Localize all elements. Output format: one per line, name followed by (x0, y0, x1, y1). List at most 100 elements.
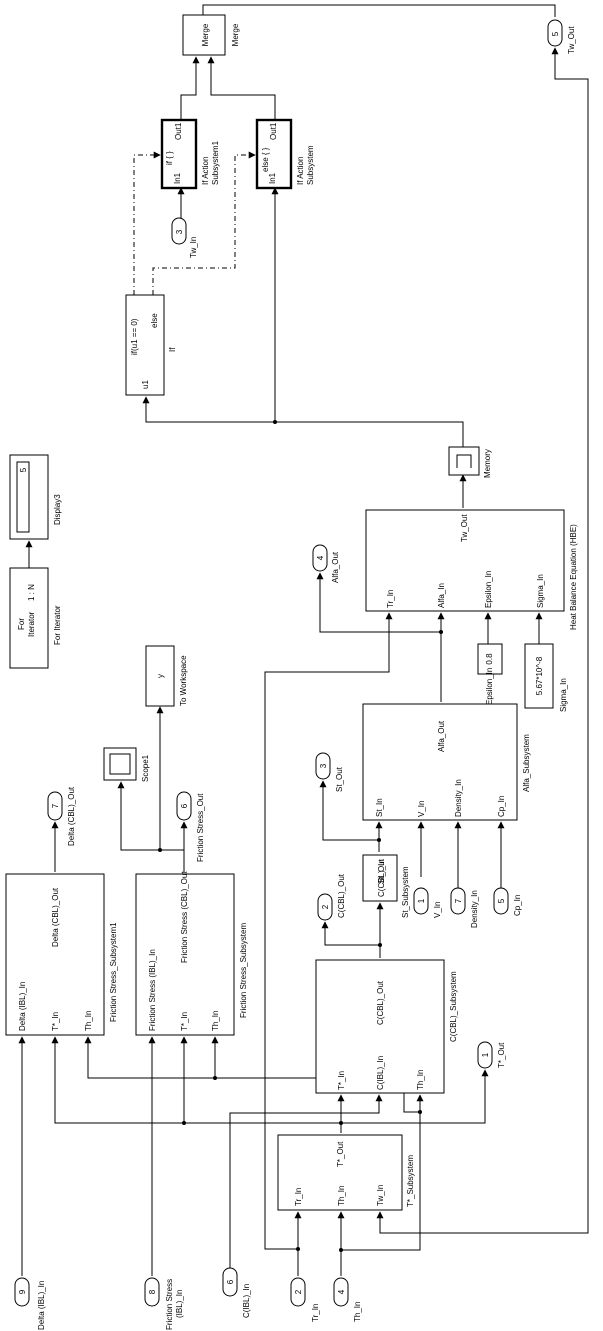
friction-stress-ibl-in-inport[interactable]: 8 Friction Stress (IBL)_In (144, 1277, 184, 1330)
port-name: St_Out (335, 766, 344, 792)
if-action-subsystem-block[interactable]: In1 else { } Out1 If Action Subsystem (255, 118, 315, 190)
port-number: 4 (337, 1289, 346, 1294)
th-in-inport[interactable]: 4 Th_In (333, 1277, 362, 1322)
port-label: Tw_Out (460, 514, 469, 542)
port-name: Delta (CBL)_Out (67, 786, 76, 846)
to-workspace-block[interactable]: y To Workspace (145, 645, 188, 707)
cibl-in-inport[interactable]: 6 C(IBL)_In (222, 1267, 251, 1318)
tw-out-outport[interactable]: 5 Tw_Out (547, 19, 576, 54)
port-label: Friction Stress (CBL)_Out (180, 871, 189, 963)
port-name: C(IBL)_In (242, 1284, 251, 1318)
port-label: Th_In (337, 1186, 346, 1206)
friction-stress-subsystem1-block[interactable]: Delta (IBL)_In T*_In Th_In Delta (CBL)_O… (5, 873, 118, 1036)
tr-in-inport[interactable]: 2 Tr_In (290, 1277, 320, 1322)
block-name: Display3 (53, 494, 62, 525)
port-name: T*_Out (497, 1042, 506, 1068)
merge-block[interactable]: Merge Merge (182, 14, 240, 56)
port-label: Delta (IBL)_In (18, 982, 27, 1031)
port-label: Out1 (269, 122, 278, 140)
port-label: else { } (261, 147, 270, 172)
port-number: 7 (51, 803, 60, 808)
hbe-subsystem-block[interactable]: Tw_Out Tr_In Alfa_In Epsilon_In Sigma_In… (365, 509, 578, 630)
block-text: 1 : N (27, 584, 36, 601)
port-number: 1 (417, 898, 426, 903)
port-label: if { } (165, 151, 174, 165)
alfa-subsystem-block[interactable]: Alfa_Out St_In V_In Density_In Cp_In Alf… (362, 703, 531, 821)
block-text: Iterator (27, 611, 36, 637)
st-out-outport[interactable]: 3 St_Out (315, 752, 344, 792)
tw-in-inport[interactable]: 3 Tw_In (171, 217, 198, 258)
v-in-inport[interactable]: 1 V_In (413, 887, 442, 918)
block-name: Subsystem (306, 145, 315, 185)
port-label: St_Out (377, 858, 386, 884)
port-name: Tw_Out (567, 26, 576, 54)
if-action-subsystem1-block[interactable]: In1 if { } Out1 If Action Subsystem1 (160, 118, 220, 190)
port-label: Th_In (211, 1011, 220, 1031)
scope-icon (109, 753, 131, 775)
port-name: Density_In (470, 890, 479, 928)
delta-ibl-in-inport[interactable]: 9 Delta (IBL)_In (14, 1277, 46, 1330)
port-number: 6 (226, 1279, 235, 1284)
memory-icon (456, 454, 472, 468)
block-name: Memory (483, 449, 492, 478)
display-value: 5 (19, 467, 28, 472)
memory-block[interactable]: Memory (448, 446, 492, 478)
port-name: Tw_In (189, 237, 198, 258)
block-name: Alfa_Subsystem (522, 734, 531, 792)
port-label: C(IBL)_In (376, 1056, 385, 1090)
port-number: 2 (294, 1289, 303, 1294)
scope1-block[interactable]: Scope1 (103, 747, 150, 782)
port-name: Th_In (353, 1302, 362, 1322)
friction-stress-out-outport[interactable]: 6 Friction Stress_Out (176, 791, 205, 862)
alfa-out-outport[interactable]: 4 Alfa_Out (312, 544, 340, 583)
st-subsystem-block[interactable]: C(CBL)_In St_Out St_Subsystem (362, 854, 410, 918)
display3-block[interactable]: 5 Display3 (9, 454, 62, 540)
port-label: C(CBL)_Out (376, 980, 385, 1025)
port-label: T*_Out (336, 1141, 345, 1167)
port-label: T*_In (337, 1071, 346, 1090)
delta-cbl-out-outport[interactable]: 7 Delta (CBL)_Out (47, 786, 76, 846)
merge-name: Merge (231, 23, 240, 46)
for-iterator-block[interactable]: For Iterator 1 : N For Iterator (9, 567, 62, 669)
port-number: 7 (454, 898, 463, 903)
block-name: Subsystem1 (211, 140, 220, 185)
port-label: Sigma_In (536, 574, 545, 608)
port-label: Alfa_Out (437, 720, 446, 752)
port-label: T*_In (51, 1012, 60, 1031)
port-number: 3 (319, 763, 328, 768)
block-name: To Workspace (179, 655, 188, 706)
tstar-subsystem-block[interactable]: T*_Out Tr_In Th_In Tw_In T*_Subsystem (277, 1134, 415, 1211)
sigma-constant[interactable]: 5.67*10^-8 Sigma_In (524, 643, 568, 712)
port-name: (IBL)_In (175, 1290, 184, 1318)
port-label: u1 (141, 380, 150, 389)
port-label: V_In (417, 801, 426, 817)
port-label: Friction Stress (IBL)_In (148, 949, 157, 1031)
ccbl-out-outport[interactable]: 2 C(CBL)_Out (317, 873, 346, 921)
port-number: 8 (148, 1289, 157, 1294)
port-name: C(CBL)_Out (337, 873, 346, 918)
block-text: For (17, 618, 26, 630)
signal-lines (18, 4, 589, 1276)
port-label: Th_In (416, 1070, 425, 1090)
port-number: 6 (180, 803, 189, 808)
cp-in-inport[interactable]: 5 Cp_In (493, 887, 522, 916)
tstar-out-outport[interactable]: 1 T*_Out (477, 1041, 506, 1069)
ccbl-subsystem-block[interactable]: C(CBL)_Out T*_In C(IBL)_In Th_In C(CBL)_… (315, 959, 458, 1094)
block-name: C(CBL)_Subsystem (449, 971, 458, 1042)
port-number: 1 (481, 1052, 490, 1057)
block-name: St_Subsystem (401, 866, 410, 918)
density-in-inport[interactable]: 7 Density_In (450, 887, 479, 928)
friction-stress-subsystem-block[interactable]: Friction Stress (IBL)_In T*_In Th_In Fri… (135, 871, 248, 1036)
port-name: Tr_In (311, 1304, 320, 1322)
block-name: Scope1 (141, 754, 150, 782)
if-block[interactable]: if(u1 == 0) else u1 If (125, 294, 177, 396)
if-else: else (150, 313, 159, 328)
block-name: Sigma_In (559, 678, 568, 712)
port-label: Tr_In (294, 1188, 303, 1206)
block-name: Epsilon_In (485, 668, 494, 705)
port-number: 5 (497, 898, 506, 903)
port-label: Density_In (454, 779, 463, 817)
block-name: If Action (296, 157, 305, 185)
epsilon-constant[interactable]: 0.8 Epsilon_In (477, 643, 503, 705)
